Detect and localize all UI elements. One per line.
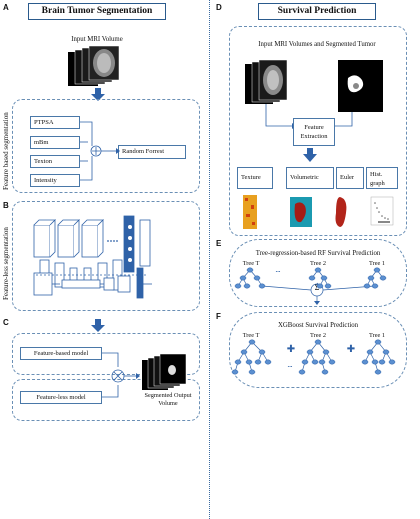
segmentation-title: Brain Tumor Segmentation	[28, 3, 166, 20]
input-volumes-label: Input MRI Volumes and Segmented Tumor	[258, 41, 376, 48]
feature-based-model-box: Feature-based model	[20, 347, 102, 360]
xgb-ellipsis: ...	[287, 362, 293, 369]
model-panel-top	[12, 333, 200, 375]
xgb-tree-t-label: Tree T	[242, 332, 260, 339]
panel-letter-d: D	[216, 3, 222, 12]
model-panel-bottom	[12, 379, 200, 421]
feature-extraction-panel	[229, 26, 407, 236]
xgb-tree-1-label: Tree 1	[368, 332, 386, 339]
feature-type-volumetric: Volumetric	[286, 167, 334, 189]
xgb-tree-2-label: Tree 2	[309, 332, 327, 339]
rf-prediction-panel	[229, 239, 407, 307]
panel-letter-b: B	[3, 201, 9, 210]
down-arrow-icon	[91, 88, 105, 101]
feature-type-histogram: Hist. graph	[366, 167, 398, 189]
rf-tree-t-label: Tree T	[242, 260, 260, 267]
feature-less-model-box: Feature-less model	[20, 391, 102, 404]
panel-letter-f: F	[216, 312, 221, 321]
sum-symbol: Σ	[314, 283, 320, 292]
feature-box-mbm: mBm	[30, 136, 80, 149]
feature-box-texton: Texton	[30, 155, 80, 168]
rf-title: Tree-regression-based RF Survival Predic…	[255, 250, 381, 257]
feature-box-ptpsa: PTPSA	[30, 116, 80, 129]
panel-letter-a: A	[3, 3, 9, 12]
rf-ellipsis: ...	[275, 267, 281, 274]
feature-extraction-box: Feature Extraction	[293, 118, 335, 146]
column-divider	[209, 0, 210, 519]
down-arrow-icon	[91, 319, 105, 332]
rf-tree-2-label: Tree 2	[309, 260, 327, 267]
panel-letter-c: C	[3, 318, 9, 327]
plus-icon: ✚	[346, 344, 356, 355]
feature-based-panel	[12, 99, 200, 193]
feature-type-texture: Texture	[237, 167, 273, 189]
segmented-output-label: Segmented Output Volume	[144, 392, 192, 407]
panel-letter-e: E	[216, 239, 222, 248]
feature-type-euler: Euler	[336, 167, 364, 189]
xgboost-panel	[229, 312, 407, 388]
rf-tree-1-label: Tree 1	[368, 260, 386, 267]
mri-stack-icon	[68, 45, 120, 86]
feature-box-intensity: Intensity	[30, 174, 80, 187]
feature-less-panel	[12, 201, 200, 311]
survival-title: Survival Prediction	[258, 3, 376, 20]
plus-icon: ✚	[286, 344, 296, 355]
input-mri-label: Input MRI Volume	[71, 36, 123, 43]
xgb-title: XGBoost Survival Prediction	[277, 322, 359, 329]
